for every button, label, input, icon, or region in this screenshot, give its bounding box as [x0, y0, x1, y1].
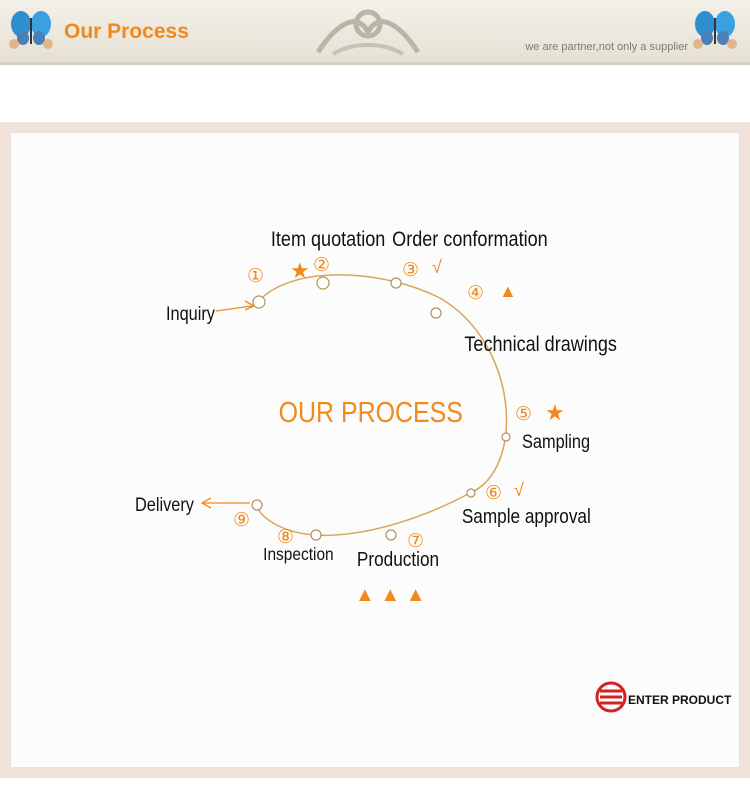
step-number-4: ④: [467, 282, 484, 304]
label-order-conformation: Order conformation: [392, 228, 548, 252]
process-panel: [0, 122, 750, 778]
star-icon-sampling: ★: [545, 400, 565, 425]
label-technical-drawings: Technical drawings: [464, 333, 617, 357]
step-number-3: ③: [402, 259, 419, 281]
butterfly-logo-right: [693, 11, 737, 49]
step-number-9: ⑨: [233, 509, 250, 531]
label-inquiry: Inquiry: [166, 303, 215, 324]
node-8: [310, 529, 322, 541]
page-title: Our Process: [64, 20, 189, 43]
node-7: [385, 529, 397, 541]
check-icon-approval: √: [514, 480, 524, 500]
check-icon: √: [432, 257, 442, 277]
process-panel-inner: [10, 132, 740, 768]
node-3: [390, 277, 402, 289]
step-number-2: ②: [313, 254, 330, 276]
step-number-1: ①: [247, 265, 264, 287]
label-sampling: Sampling: [522, 431, 590, 452]
node-2: [316, 276, 330, 290]
brand-logo-icon: [595, 681, 627, 713]
triangle-icon: ▲: [499, 281, 517, 301]
label-item-quotation: Item quotation: [271, 228, 385, 252]
label-inspection: Inspection: [263, 544, 333, 564]
label-production: Production: [357, 548, 439, 571]
node-9: [251, 499, 263, 511]
node-6: [466, 488, 476, 498]
header-banner: Our Process we are partner,not only a su…: [0, 0, 750, 65]
ornament-emblem: [315, 9, 421, 56]
label-delivery: Delivery: [135, 494, 194, 515]
brand-name: ENTER PRODUCT: [628, 693, 732, 707]
butterfly-logo-left: [9, 11, 53, 49]
tagline: we are partner,not only a supplier: [525, 41, 688, 53]
node-5: [501, 432, 511, 442]
step-number-6: ⑥: [485, 482, 502, 504]
label-sample-approval: Sample approval: [462, 505, 591, 528]
step-number-8: ⑧: [277, 526, 294, 548]
inquiry-arrow: [215, 300, 256, 312]
delivery-arrow: [200, 497, 250, 509]
node-1: [252, 295, 266, 309]
triangles-icon-production: ▲ ▲ ▲: [355, 584, 426, 606]
step-number-7: ⑦: [407, 530, 424, 552]
star-icon: ★: [290, 258, 310, 283]
step-number-5: ⑤: [515, 403, 532, 425]
diagram-title: OUR PROCESS: [279, 396, 463, 428]
node-4: [430, 307, 442, 319]
